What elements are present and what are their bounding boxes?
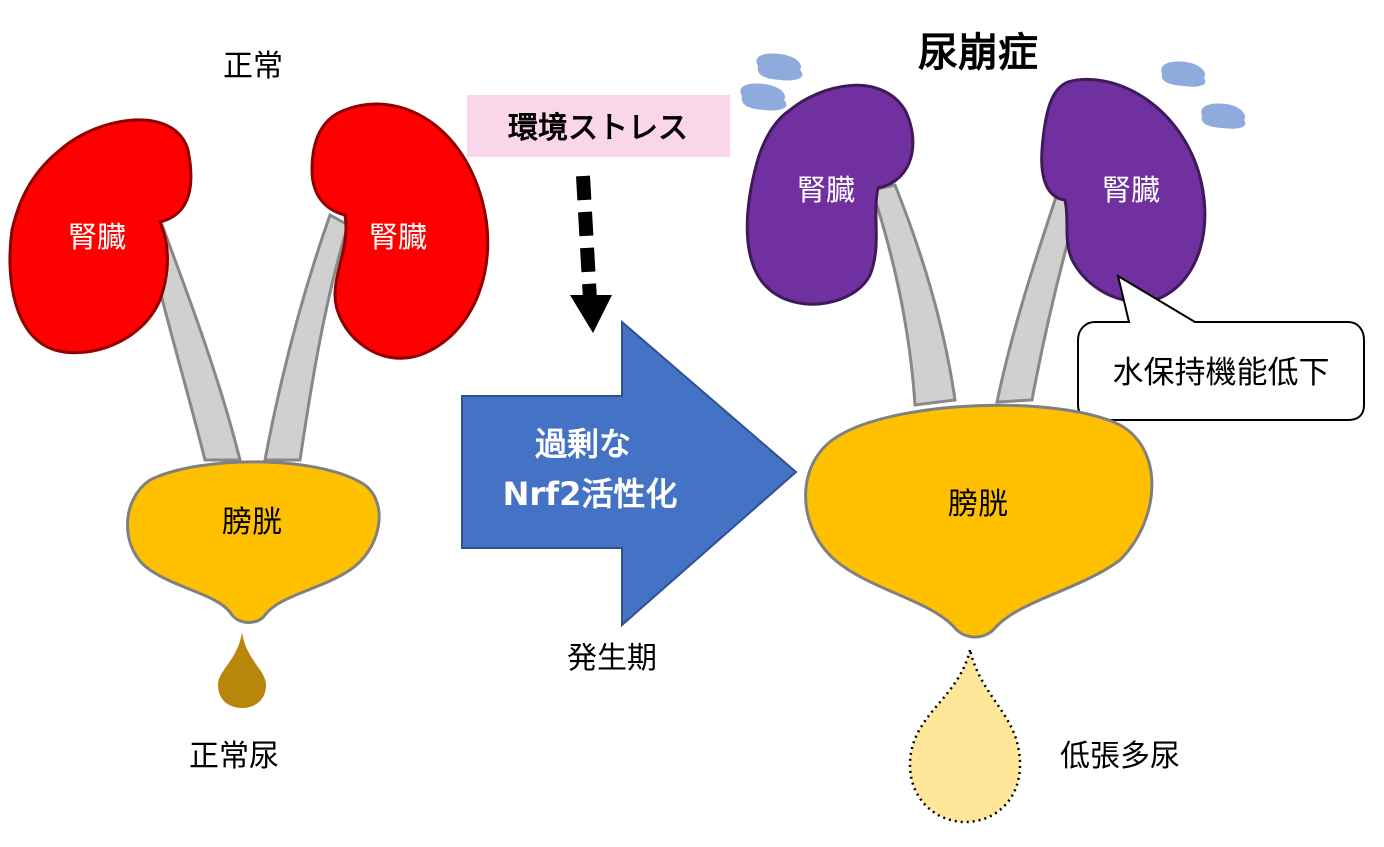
normal-ureter-left xyxy=(143,223,242,462)
disease-section: 尿崩症 腎臓 腎臓 水保持機能低下 膀胱 低張多尿 xyxy=(740,30,1365,824)
sweat-drop-icon xyxy=(756,53,803,81)
disease-kidney-left xyxy=(745,83,915,306)
sweat-drop-icon xyxy=(1161,61,1206,87)
normal-kidney-right xyxy=(310,102,490,360)
normal-kidney-left-label: 腎臓 xyxy=(68,220,126,254)
callout-label: 水保持機能低下 xyxy=(1113,355,1330,391)
normal-title: 正常 xyxy=(223,49,283,84)
sweat-drop-icon xyxy=(740,83,787,111)
disease-ureter-left xyxy=(870,183,957,407)
period-label: 発生期 xyxy=(567,641,657,676)
normal-section: 正常 腎臓 腎臓 膀胱 正常尿 xyxy=(8,49,490,774)
disease-urine-label: 低張多尿 xyxy=(1060,739,1180,774)
urine-drop-icon xyxy=(908,649,1022,824)
normal-urine-label: 正常尿 xyxy=(189,739,279,774)
stress-dashed-line xyxy=(576,175,597,301)
disease-ureter-right xyxy=(995,183,1084,404)
normal-ureter-right xyxy=(263,212,350,462)
nrf2-block-arrow xyxy=(461,319,798,628)
disease-title: 尿崩症 xyxy=(918,30,1038,76)
urine-drop-icon xyxy=(218,632,266,708)
disease-bladder xyxy=(804,403,1154,639)
stress-arrowhead xyxy=(570,295,612,333)
sweat-drop-icon xyxy=(1201,103,1246,129)
arrow-line2: Nrf2活性化 xyxy=(503,475,678,513)
normal-bladder-label: 膀胱 xyxy=(222,505,282,540)
disease-kidney-left-label: 腎臓 xyxy=(797,173,855,207)
normal-bladder xyxy=(126,460,381,624)
normal-kidney-right-label: 腎臓 xyxy=(369,220,427,254)
stress-label: 環境ストレス xyxy=(508,111,688,146)
disease-kidney-right-label: 腎臓 xyxy=(1102,173,1160,207)
callout-box xyxy=(1077,273,1365,421)
disease-kidney-right xyxy=(1040,77,1207,304)
disease-bladder-label: 膀胱 xyxy=(948,487,1008,522)
normal-kidney-left xyxy=(8,118,193,355)
stress-box xyxy=(467,95,730,157)
transition-section: 環境ストレス 過剰な Nrf2活性化 発生期 xyxy=(461,95,798,676)
arrow-line1: 過剰な xyxy=(535,425,631,463)
